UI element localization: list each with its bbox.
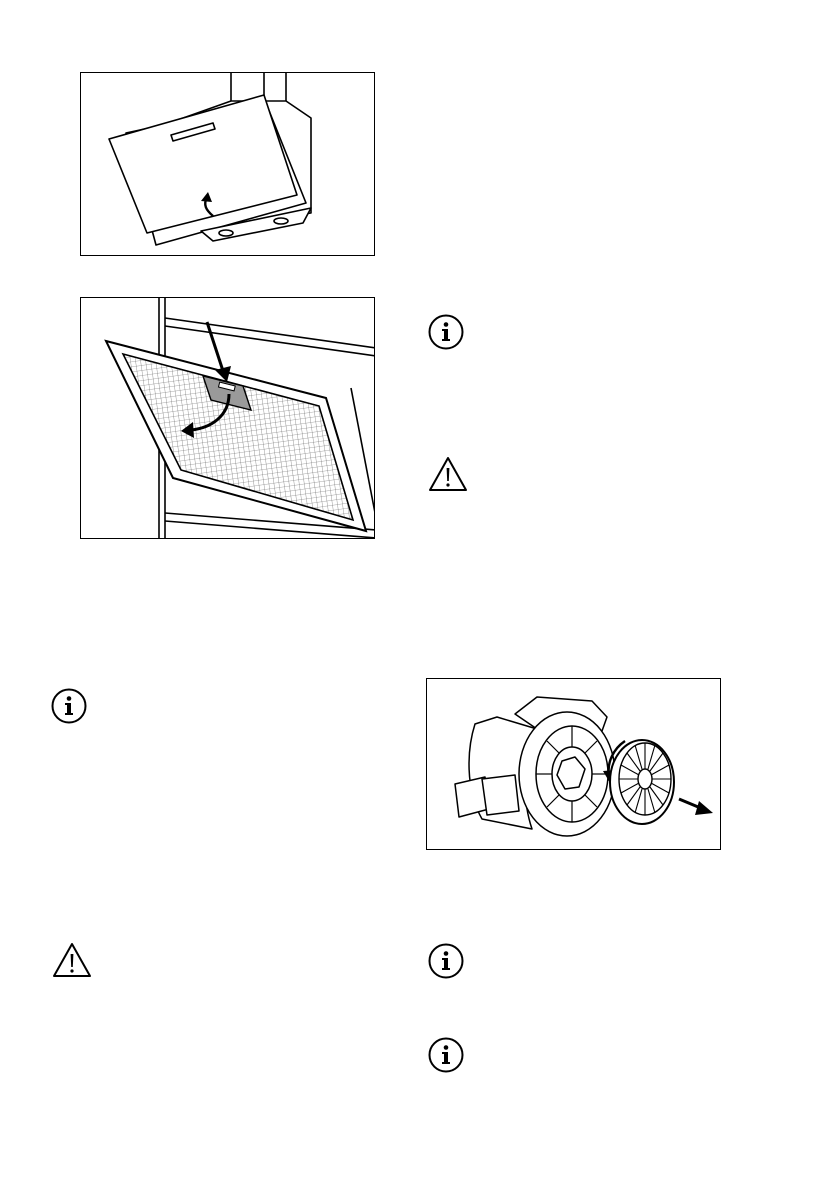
info-icon [50,687,88,725]
charcoal-filter-illustration [427,679,721,850]
figure-charcoal-filter-removal [426,678,721,850]
info-icon [427,942,465,980]
warning-icon [52,942,92,978]
hood-panel-illustration [81,73,375,256]
figure-grease-filter-removal [80,297,375,539]
figure-hood-panel-open [80,72,375,256]
warning-icon [428,456,468,492]
grease-filter-illustration [81,298,375,539]
info-icon [427,1036,465,1074]
info-icon [427,313,465,351]
